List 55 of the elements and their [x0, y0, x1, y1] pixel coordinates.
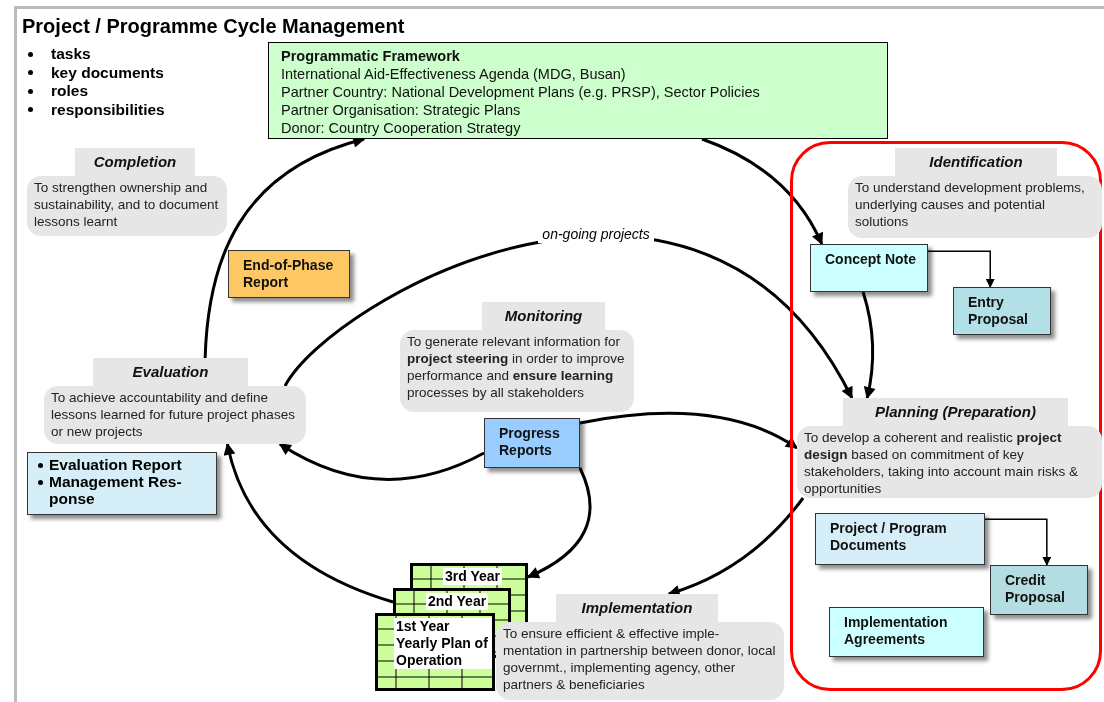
- framework-heading: Programmatic Framework: [281, 47, 461, 65]
- framework-line: International Aid-Effectiveness Agenda (MDG, Busan): [281, 65, 627, 83]
- phase-group-outline: [790, 141, 1102, 691]
- framework-line: Partner Country: National Development Plans (e.g. PRSP), Sector Policies: [281, 83, 761, 101]
- description-bubble: To ensure efficient & effective imple-mentation in partnership between donor, local governmt., implementing agency, other partners & beneficiaries: [496, 622, 784, 700]
- bullet-item: Evaluation Report: [49, 456, 182, 473]
- arrow: [861, 291, 876, 400]
- list-item: key documents: [51, 63, 164, 82]
- description-bubble: To develop a coherent and realistic project design based on commitment of key stakeholders, taking into account main risks & opportunities: [797, 426, 1102, 498]
- phase-heading: Identification: [895, 148, 1057, 176]
- sheet-label: 3rd Year: [443, 568, 502, 585]
- document-title: Project / Program Documents: [830, 520, 948, 554]
- bullet-item: Management Res-ponse: [49, 473, 183, 507]
- sheet-label: 2nd Year: [426, 593, 489, 610]
- document-card: [228, 250, 350, 298]
- document-card: [829, 607, 984, 657]
- document-title: Concept Note: [825, 251, 917, 268]
- framework-line: Partner Organisation: Strategic Plans: [281, 101, 522, 119]
- document-card: [810, 244, 928, 292]
- arrow: [224, 442, 394, 604]
- edge-label: on-going projects: [538, 226, 654, 244]
- document-card: [990, 565, 1088, 615]
- framework-line: Donor: Country Cooperation Strategy: [281, 119, 522, 137]
- phase-heading: Implementation: [556, 594, 718, 622]
- plan-sheet: [375, 613, 495, 691]
- diagram-title: Project / Programme Cycle Management: [22, 14, 405, 38]
- framework-box: [268, 42, 888, 139]
- description-bubble: To achieve accountability and define lessons learned for future project phases or new projects: [44, 386, 306, 444]
- arrow: [579, 411, 798, 450]
- document-title: Implementation Agreements: [844, 614, 949, 648]
- arrow: [667, 497, 805, 597]
- description-bubble: To strengthen ownership and sustainability, and to document lessons learnt: [27, 176, 227, 236]
- arrow: [984, 518, 1052, 566]
- phase-heading: Monitoring: [482, 302, 605, 330]
- document-card: [27, 452, 217, 515]
- document-title: End-of-Phase Report: [243, 257, 335, 291]
- list-item: roles: [51, 82, 89, 101]
- arrow: [701, 137, 824, 246]
- document-title: Credit Proposal: [1005, 572, 1066, 606]
- description-bubble: To understand development problems, underlying causes and potential solutions: [848, 176, 1102, 238]
- phase-heading: Evaluation: [93, 358, 248, 386]
- arrow: [278, 442, 485, 481]
- arrow: [927, 250, 995, 288]
- phase-heading: Completion: [75, 148, 195, 176]
- document-card: [953, 287, 1051, 335]
- sheet-label: 1st Year Yearly Plan of Operation: [394, 618, 492, 669]
- arrow: [526, 467, 592, 579]
- phase-heading: Planning (Preparation): [843, 398, 1068, 426]
- document-title: Progress Reports: [499, 425, 561, 459]
- document-title: Entry Proposal: [968, 294, 1029, 328]
- document-card: [815, 513, 985, 565]
- document-card: [484, 418, 580, 468]
- list-item: tasks: [51, 45, 91, 64]
- list-item: responsibilities: [51, 100, 165, 119]
- description-bubble: To generate relevant information for project steering in order to improve performance and ensure learning processes by all stakeholders: [400, 330, 634, 412]
